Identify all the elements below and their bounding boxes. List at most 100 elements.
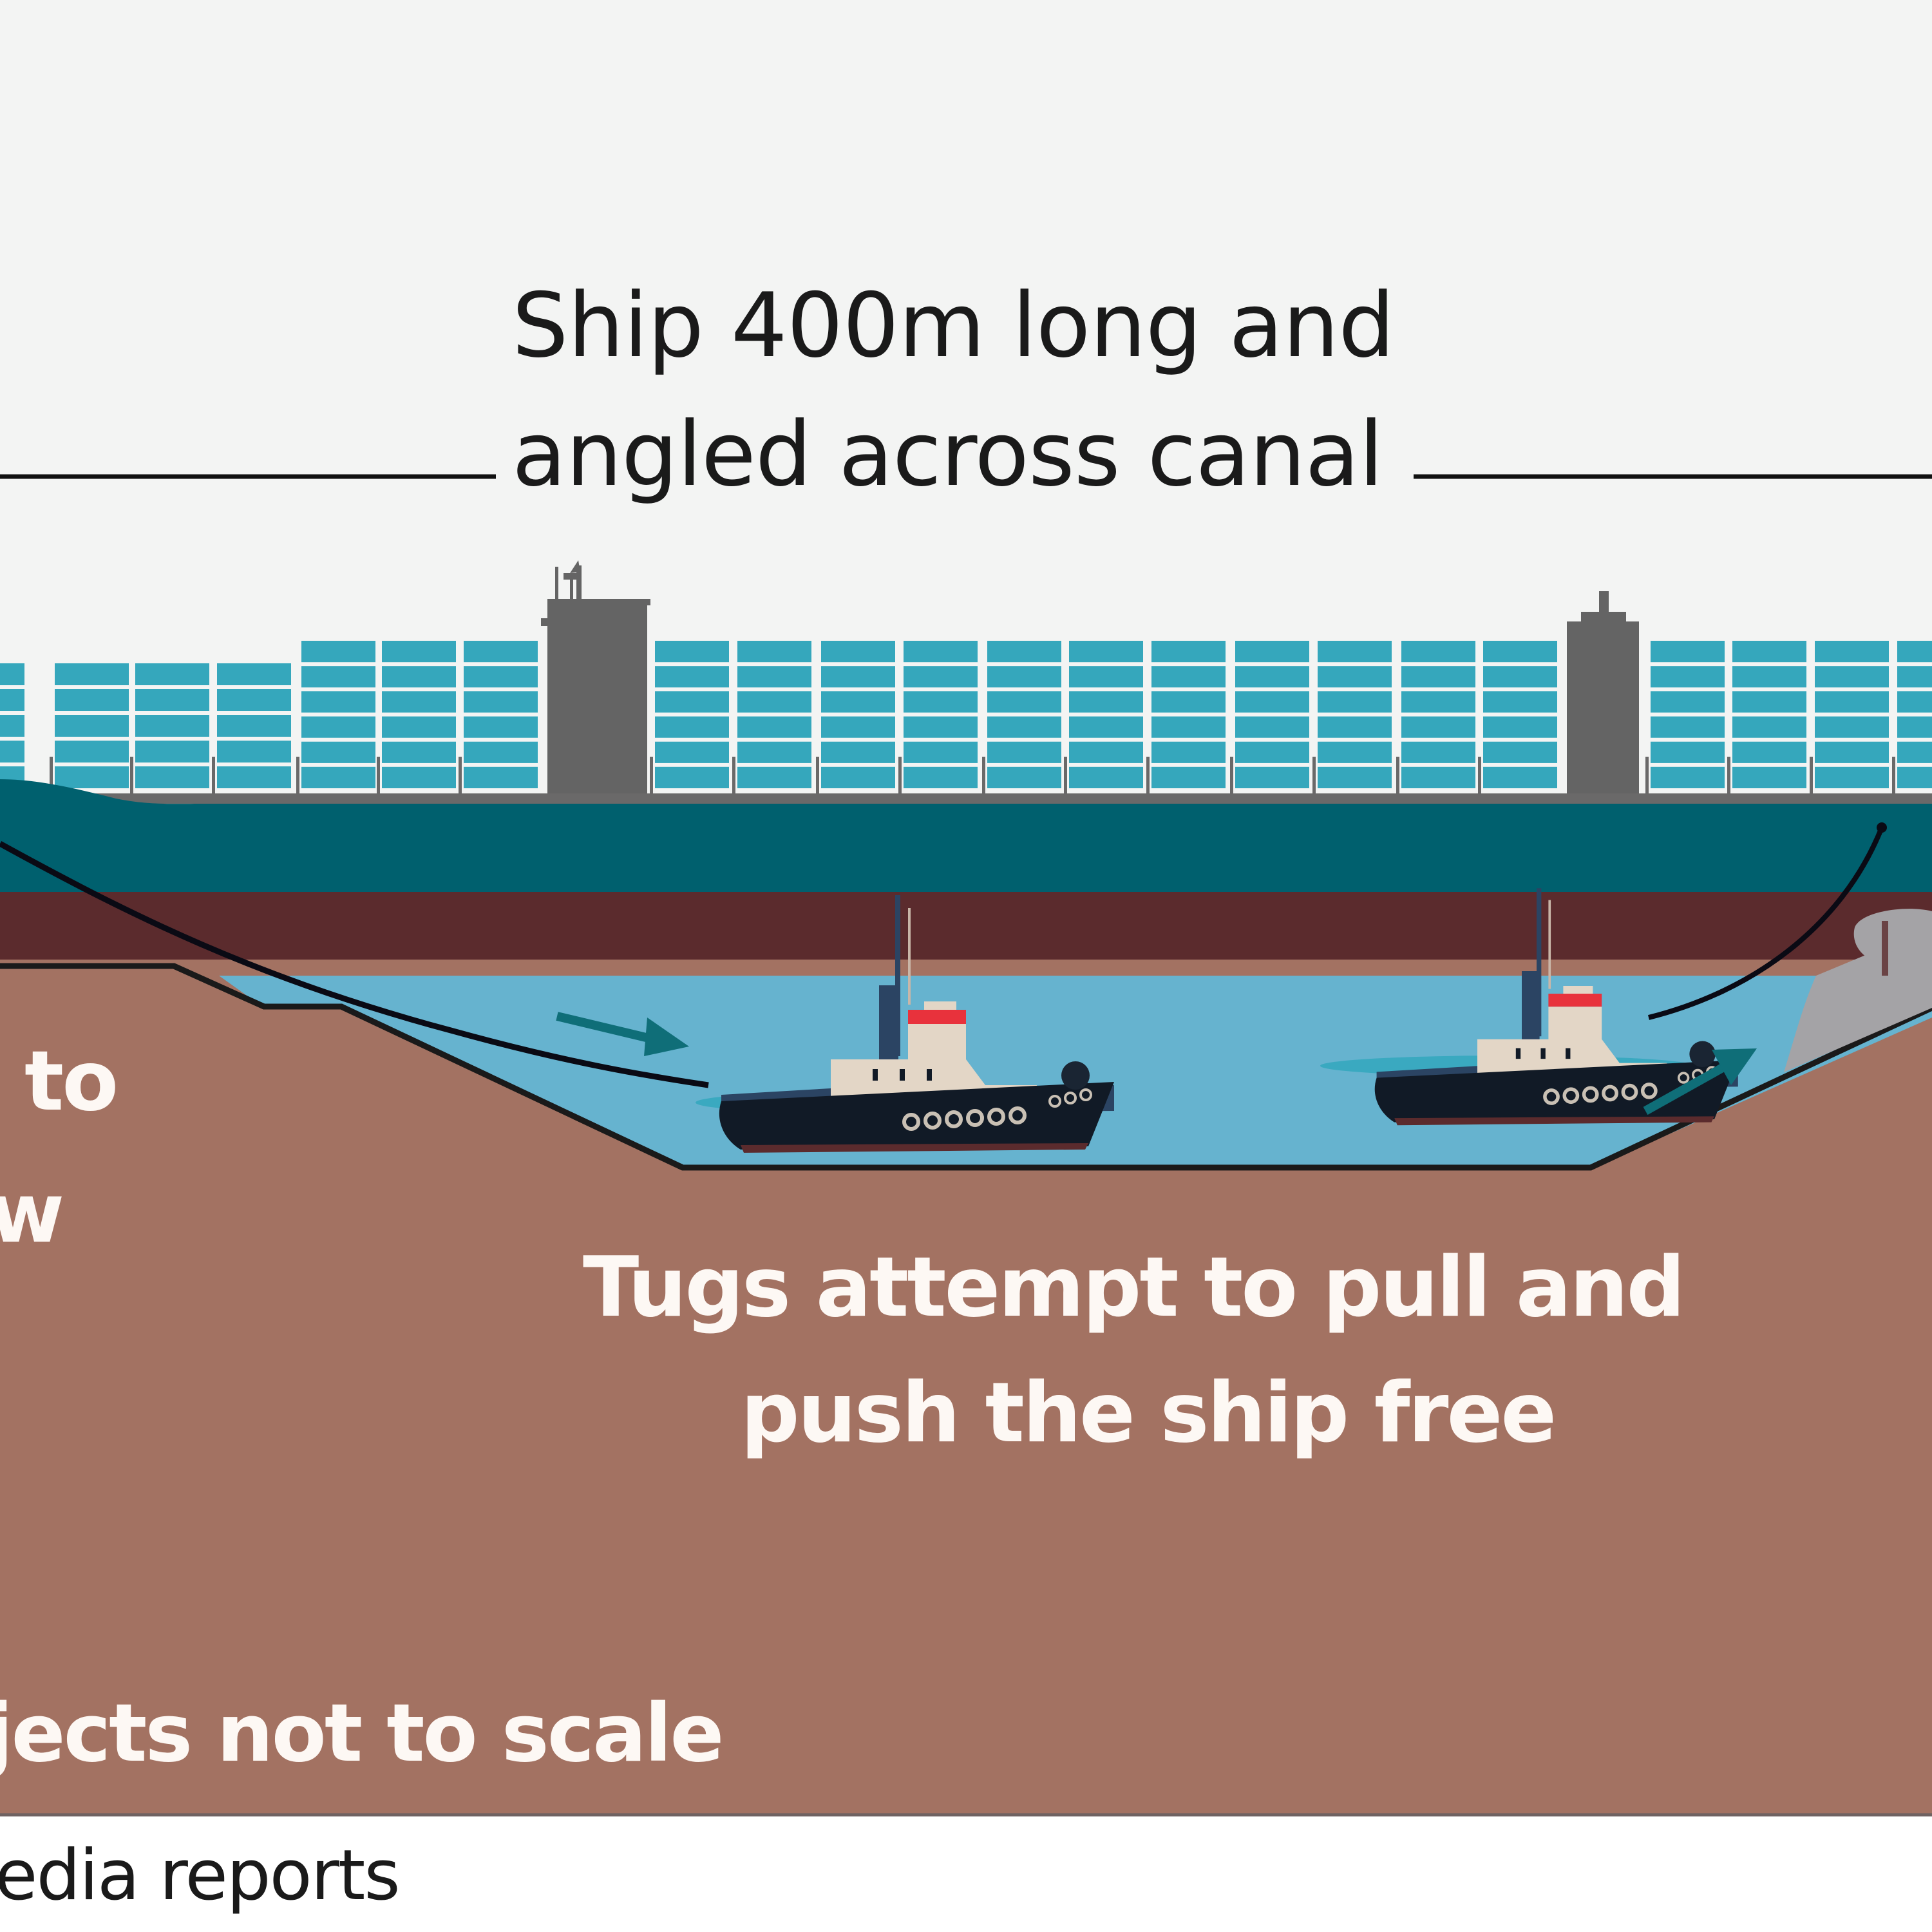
container-box <box>301 716 375 738</box>
container-box <box>1651 691 1725 713</box>
container-box <box>1651 666 1725 688</box>
tug-roof <box>908 1010 966 1024</box>
tug-boat-left <box>719 895 1114 1153</box>
container-box <box>1151 691 1226 713</box>
container-box <box>821 691 895 713</box>
lashing-post <box>732 757 735 794</box>
container-box <box>1897 691 1932 713</box>
container-box <box>301 691 375 713</box>
lashing-post <box>1064 757 1067 794</box>
container-box <box>1401 666 1475 688</box>
container-box <box>1151 666 1226 688</box>
container-box <box>904 741 978 763</box>
ship-hull-upper <box>0 779 1932 892</box>
container-box <box>987 691 1061 713</box>
container-box <box>737 666 811 688</box>
tug-fender-tire <box>945 1110 963 1128</box>
tug-fender-tire <box>1009 1106 1027 1124</box>
container-box <box>1401 691 1475 713</box>
container-box <box>821 666 895 688</box>
tow-line-right <box>1648 826 1884 1020</box>
container-box <box>382 741 456 763</box>
container-box <box>1732 641 1806 663</box>
lashing-post <box>1146 757 1150 794</box>
container-box <box>1897 641 1932 663</box>
tug-mast <box>1537 888 1542 1037</box>
container-box <box>821 741 895 763</box>
container-box <box>135 689 209 711</box>
container-box <box>1897 716 1932 738</box>
bulbous-bow <box>1853 909 1932 960</box>
lashing-post <box>1645 757 1649 794</box>
container-box <box>464 666 538 688</box>
container-box <box>987 641 1061 663</box>
tug-fender-tire <box>966 1109 984 1127</box>
container-box <box>821 641 895 663</box>
container-box <box>0 741 24 762</box>
tug-fender-tire <box>1562 1087 1580 1104</box>
tug-cabin <box>1477 1007 1667 1084</box>
tug-fender-tire <box>902 1113 920 1131</box>
container-box <box>987 741 1061 763</box>
container-box <box>301 641 375 663</box>
container-box <box>1483 641 1557 663</box>
tug-waterline <box>741 1143 1088 1153</box>
container-stacks <box>0 641 1932 794</box>
container-box <box>1483 741 1557 763</box>
container-box <box>1318 666 1392 688</box>
tug-porthole <box>1515 1048 1521 1059</box>
lashing-post <box>982 757 985 794</box>
container-box <box>1151 741 1226 763</box>
container-box <box>55 715 129 737</box>
container-box <box>1651 716 1725 738</box>
title-line-1: Ship 400m long and <box>512 274 1395 377</box>
lashing-post <box>1727 757 1730 794</box>
container-box <box>135 715 209 737</box>
container-box <box>382 716 456 738</box>
sand-bank <box>1784 927 1932 1072</box>
footer-background <box>0 1815 1932 1932</box>
container-box <box>382 641 456 663</box>
tug-cabin <box>831 1024 1037 1108</box>
lashing-post <box>1230 757 1233 794</box>
lashing-post <box>1892 757 1895 794</box>
tug-fender-tire <box>1543 1088 1560 1105</box>
container-box <box>1732 716 1806 738</box>
tug-waterline <box>1394 1116 1714 1126</box>
container-box <box>1651 766 1725 788</box>
container-box <box>1651 641 1725 663</box>
container-box <box>217 689 291 711</box>
tug-funnel <box>879 985 898 1063</box>
container-box <box>464 641 538 663</box>
container-box <box>1483 766 1557 788</box>
container-box <box>737 741 811 763</box>
container-box <box>737 691 811 713</box>
container-box <box>821 766 895 788</box>
left-label-line-2: w <box>0 1166 64 1262</box>
source-note: edia reports <box>0 1835 401 1916</box>
container-box <box>1151 766 1226 788</box>
container-box <box>464 716 538 738</box>
container-box <box>1069 766 1143 788</box>
container-box <box>0 689 24 711</box>
funnel-tower <box>1567 591 1639 799</box>
container-box <box>1069 641 1143 663</box>
lashing-post <box>296 757 299 794</box>
container-box <box>655 766 729 788</box>
tug-fender-tire <box>1621 1083 1638 1101</box>
lashing-post <box>1396 757 1399 794</box>
container-box <box>55 741 129 762</box>
title-line-2: angled across canal <box>512 402 1383 506</box>
tug-antenna <box>1548 900 1551 989</box>
lashing-post <box>898 757 902 794</box>
tug-mast <box>895 895 900 1056</box>
tug-boat-right <box>1374 888 1738 1126</box>
lashing-post <box>1810 757 1813 794</box>
container-box <box>987 716 1061 738</box>
container-box <box>987 666 1061 688</box>
tug-roof <box>1548 993 1602 1007</box>
container-box <box>1401 641 1475 663</box>
container-box <box>464 766 538 788</box>
container-box <box>1069 741 1143 763</box>
